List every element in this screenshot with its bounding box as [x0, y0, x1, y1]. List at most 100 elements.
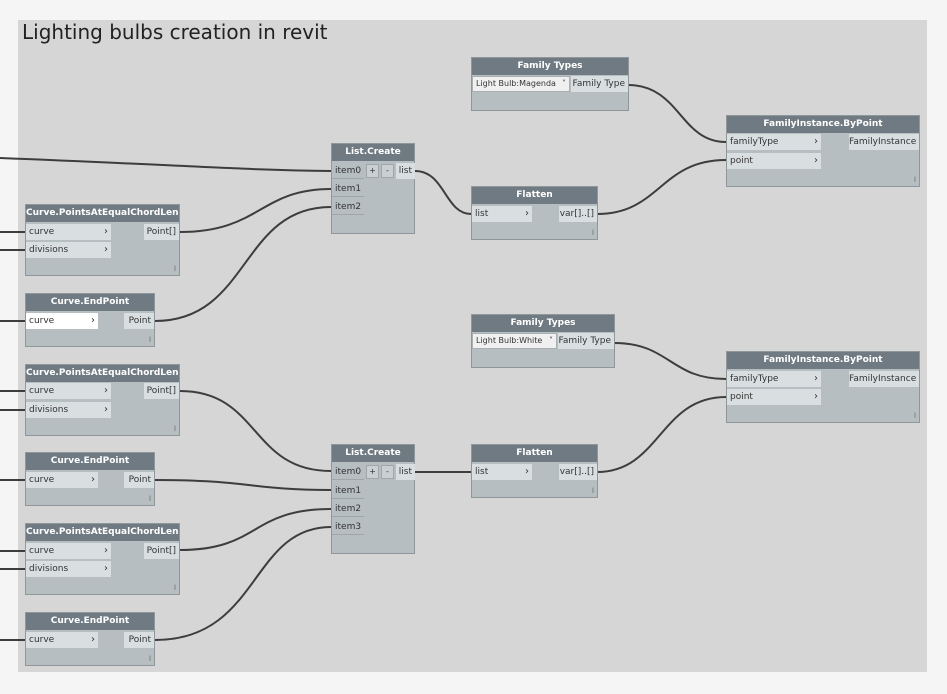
chevron-right-icon: ›	[104, 226, 108, 237]
port-label: curve	[29, 635, 55, 645]
output-port-family-instance[interactable]: FamilyInstance	[849, 134, 919, 150]
node-title: Curve.PointsAtEqualChordLength	[26, 365, 179, 382]
flatten-node-2[interactable]: Flatten list› var[]..[] l	[471, 444, 598, 498]
input-port-item2[interactable]: item2	[332, 199, 364, 215]
input-port-divisions[interactable]: divisions ›	[26, 402, 111, 418]
port-label: familyType	[730, 374, 779, 384]
curve-endpoint-node-1[interactable]: Curve.EndPoint curve› Point l	[25, 293, 155, 347]
input-port-curve[interactable]: curve›	[26, 313, 98, 329]
points-at-chord-node-1[interactable]: Curve.PointsAtEqualChordLength curve › di…	[25, 204, 180, 276]
input-port-divisions[interactable]: divisions›	[26, 561, 111, 577]
node-title: List.Create	[332, 144, 414, 161]
input-port-item3[interactable]: item3	[332, 519, 364, 535]
input-port-familytype[interactable]: familyType›	[727, 371, 821, 387]
port-label: curve	[29, 386, 55, 396]
chevron-right-icon: ›	[91, 474, 95, 485]
family-type-dropdown[interactable]: Light Bulb:Magenda ˅	[472, 76, 570, 92]
family-types-node-1[interactable]: Family Types Light Bulb:Magenda ˅ Family…	[471, 57, 629, 111]
input-port-curve[interactable]: curve ›	[26, 383, 111, 399]
add-input-button[interactable]: +	[366, 465, 379, 479]
flatten-node-1[interactable]: Flatten list› var[]..[] l	[471, 186, 598, 240]
output-port-points[interactable]: Point[]	[144, 383, 179, 399]
points-at-chord-node-2[interactable]: Curve.PointsAtEqualChordLength curve › di…	[25, 364, 180, 436]
output-port-family-type[interactable]: Family Type	[558, 333, 614, 349]
chevron-right-icon: ›	[91, 634, 95, 645]
resize-handle: l	[592, 487, 594, 495]
input-port-curve[interactable]: curve ›	[26, 632, 98, 648]
output-port-points[interactable]: Point[]	[144, 543, 179, 559]
family-instance-node-1[interactable]: FamilyInstance.ByPoint familyType› point…	[726, 115, 920, 187]
dropdown-value: Light Bulb:Magenda	[476, 79, 556, 88]
remove-input-button[interactable]: -	[381, 465, 394, 479]
port-label: curve	[29, 227, 55, 237]
add-input-button[interactable]: +	[366, 164, 379, 178]
node-title: Curve.PointsAtEqualChordLength	[26, 524, 179, 541]
resize-handle: l	[149, 655, 151, 663]
chevron-down-icon: ˅	[562, 79, 566, 88]
node-title: FamilyInstance.ByPoint	[727, 352, 919, 369]
input-port-list[interactable]: list›	[472, 206, 532, 222]
port-label: curve	[29, 475, 55, 485]
port-label: curve	[29, 546, 55, 556]
port-label: divisions	[29, 245, 69, 255]
output-port-points[interactable]: Point[]	[144, 224, 179, 240]
output-port-point[interactable]: Point	[124, 632, 154, 648]
family-type-dropdown[interactable]: Light Bulb:White ˅	[472, 333, 557, 349]
node-title: Family Types	[472, 315, 614, 332]
resize-handle: l	[149, 336, 151, 344]
port-label: divisions	[29, 405, 69, 415]
family-instance-node-2[interactable]: FamilyInstance.ByPoint familyType› point…	[726, 351, 920, 423]
chevron-right-icon: ›	[104, 385, 108, 396]
output-port-list[interactable]: list	[396, 163, 415, 179]
input-port-familytype[interactable]: familyType ›	[727, 134, 821, 150]
input-port-item0[interactable]: item0	[332, 464, 364, 480]
port-label: list	[475, 209, 489, 219]
resize-handle: l	[174, 265, 176, 273]
chevron-right-icon: ›	[814, 391, 818, 402]
output-port-family-type[interactable]: Family Type	[571, 76, 628, 92]
output-port-family-instance[interactable]: FamilyInstance	[849, 371, 919, 387]
node-title: Curve.PointsAtEqualChordLength	[26, 205, 179, 222]
remove-input-button[interactable]: -	[381, 164, 394, 178]
chevron-right-icon: ›	[104, 404, 108, 415]
port-label: familyType	[730, 137, 779, 147]
chevron-right-icon: ›	[814, 136, 818, 147]
input-port-divisions[interactable]: divisions ›	[26, 242, 111, 258]
list-create-node-2[interactable]: List.Create item0 + - list item1 item2 i…	[331, 444, 415, 554]
port-label: curve	[29, 316, 55, 326]
group-title: Lighting bulbs creation in revit	[22, 20, 328, 44]
chevron-right-icon: ›	[814, 155, 818, 166]
input-port-item1[interactable]: item1	[332, 181, 364, 197]
node-title: Flatten	[472, 187, 597, 204]
curve-endpoint-node-3[interactable]: Curve.EndPoint curve› Point l	[25, 612, 155, 666]
resize-handle: l	[592, 229, 594, 237]
output-port-var[interactable]: var[]..[]	[559, 464, 597, 480]
resize-handle: l	[149, 495, 151, 503]
node-title: Flatten	[472, 445, 597, 462]
input-port-list[interactable]: list›	[472, 464, 532, 480]
points-at-chord-node-3[interactable]: Curve.PointsAtEqualChordLength curve› di…	[25, 523, 180, 595]
input-port-point[interactable]: point ›	[727, 389, 821, 405]
input-port-point[interactable]: point›	[727, 153, 821, 169]
curve-endpoint-node-2[interactable]: Curve.EndPoint curve › Point l	[25, 452, 155, 506]
input-port-curve[interactable]: curve ›	[26, 224, 111, 240]
node-title: List.Create	[332, 445, 414, 462]
family-types-node-2[interactable]: Family Types Light Bulb:White ˅ Family T…	[471, 314, 615, 368]
port-label: point	[730, 392, 753, 402]
port-label: list	[475, 467, 489, 477]
output-port-var[interactable]: var[]..[]	[559, 206, 597, 222]
chevron-right-icon: ›	[104, 244, 108, 255]
input-port-item0[interactable]: item0	[332, 163, 364, 179]
port-label: divisions	[29, 564, 69, 574]
node-title: Curve.EndPoint	[26, 453, 154, 470]
input-port-curve[interactable]: curve›	[26, 543, 111, 559]
input-port-curve[interactable]: curve ›	[26, 472, 98, 488]
input-port-item1[interactable]: item1	[332, 483, 364, 499]
chevron-down-icon: ˅	[549, 336, 553, 345]
output-port-point[interactable]: Point	[124, 472, 154, 488]
output-port-list[interactable]: list	[396, 464, 415, 480]
input-port-item2[interactable]: item2	[332, 501, 364, 517]
list-create-node-1[interactable]: List.Create item0 + - list item1 item2	[331, 143, 415, 234]
dropdown-value: Light Bulb:White	[476, 336, 543, 345]
output-port-point[interactable]: Point	[124, 313, 154, 329]
